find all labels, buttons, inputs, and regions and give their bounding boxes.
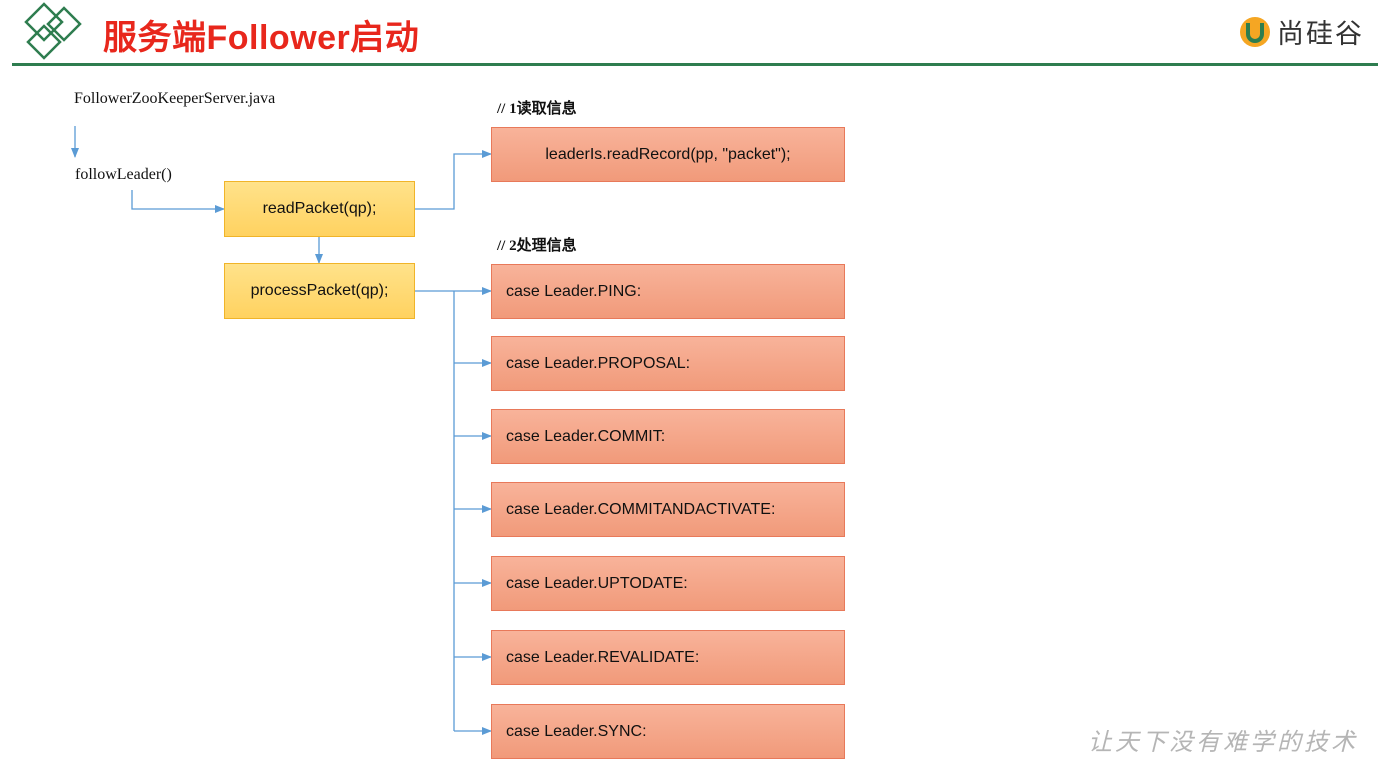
source-file-label: FollowerZooKeeperServer.java xyxy=(74,90,276,107)
case-commit-box: case Leader.COMMIT: xyxy=(491,409,845,464)
case-revalidate-box: case Leader.REVALIDATE: xyxy=(491,630,845,685)
case-sync-box: case Leader.SYNC: xyxy=(491,704,845,759)
brand-name: 尚硅谷 xyxy=(1277,19,1364,50)
brand-logo: 尚硅谷 xyxy=(1239,12,1364,51)
read-packet-box: readPacket(qp); xyxy=(224,181,415,237)
diamond-logo-icon xyxy=(24,2,82,60)
case-uptodate-box: case Leader.UPTODATE: xyxy=(491,556,845,611)
read-record-box: leaderIs.readRecord(pp, "packet"); xyxy=(491,127,845,182)
header-divider xyxy=(12,63,1378,66)
brand-u-icon xyxy=(1240,16,1270,47)
read-section-label: // 1读取信息 xyxy=(497,101,577,117)
page-title: 服务端Follower启动 xyxy=(103,19,420,57)
case-ping-box: case Leader.PING: xyxy=(491,264,845,319)
footer-slogan: 让天下没有难学的技术 xyxy=(1088,728,1358,756)
process-section-label: // 2处理信息 xyxy=(497,238,577,254)
case-commitandactivate-box: case Leader.COMMITANDACTIVATE: xyxy=(491,482,845,537)
process-packet-box: processPacket(qp); xyxy=(224,263,415,319)
follow-leader-label: followLeader() xyxy=(75,166,172,183)
case-proposal-box: case Leader.PROPOSAL: xyxy=(491,336,845,391)
